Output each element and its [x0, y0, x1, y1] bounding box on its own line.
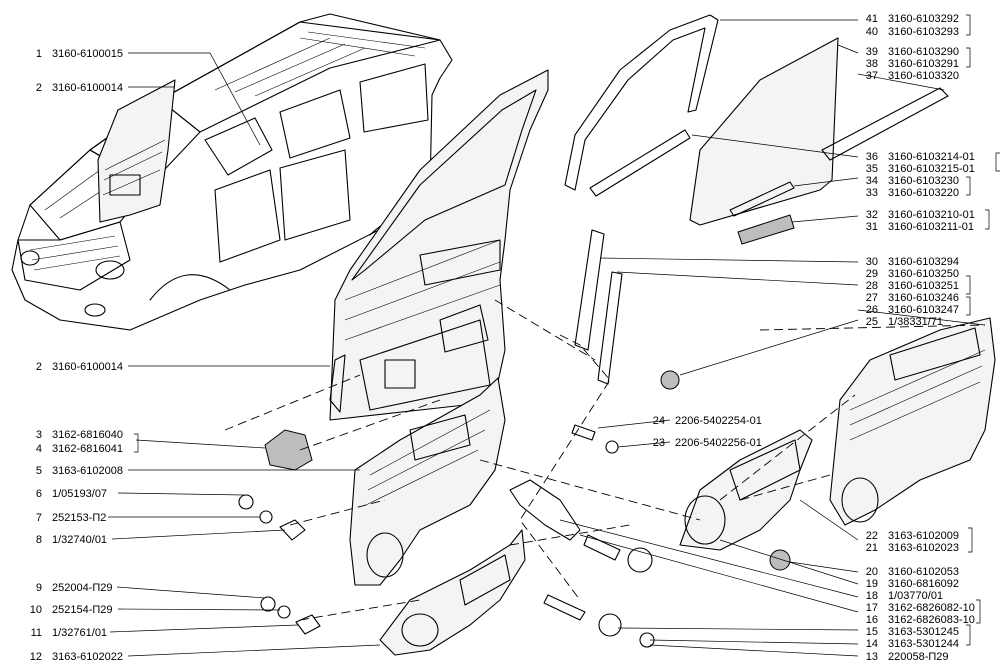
callout-part-code: 252154-П29: [52, 604, 113, 616]
callout-number: 1: [36, 48, 42, 60]
callout-number: 30: [866, 256, 878, 268]
callout-number: 35: [866, 163, 878, 175]
callout-number: 13: [866, 651, 878, 663]
callout-part-code: 3160-6103290: [888, 46, 959, 58]
callout-number: 29: [866, 268, 878, 280]
callout-part-code: 252004-П29: [52, 582, 113, 594]
middle-callouts: 24 2206-5402254-01 23 2206-5402256-01: [653, 415, 762, 449]
callout-number: 22: [866, 530, 878, 542]
callout-part-code: 3160-6103220: [888, 187, 959, 199]
callout-part-code: 2206-5402254-01: [675, 415, 762, 427]
assembly-dashed-lines: [224, 299, 986, 621]
callout-number: 20: [866, 566, 878, 578]
callout-part-code: 3163-5301244: [888, 638, 959, 650]
callout-number: 28: [866, 280, 878, 292]
callout-number: 9: [36, 582, 42, 594]
callout-part-code: 3160-6103246: [888, 292, 959, 304]
callout-part-code: 3160-6816092: [888, 578, 959, 590]
callout-part-code: 3160-6100015: [52, 48, 123, 60]
callout-number: 6: [36, 488, 42, 500]
callout-part-code: 252153-П2: [52, 512, 106, 524]
callout-number: 17: [866, 602, 878, 614]
callout-number: 3: [36, 429, 42, 441]
callout-part-code: 3163-6102023: [888, 542, 959, 554]
callout-number: 38: [866, 58, 878, 70]
callout-part-code: 3160-6103210-01: [888, 209, 975, 221]
callout-part-code: 1/32740/01: [52, 534, 107, 546]
callout-part-code: 3160-6103294: [888, 256, 959, 268]
callout-number: 15: [866, 626, 878, 638]
callout-part-code: 3160-6100014: [52, 82, 123, 94]
callout-number: 36: [866, 151, 878, 163]
callout-number: 19: [866, 578, 878, 590]
callout-number: 7: [36, 512, 42, 524]
callout-number: 23: [653, 437, 665, 449]
callout-number: 26: [866, 304, 878, 316]
callout-part-code: 3160-6103293: [888, 26, 959, 38]
callout-number: 25: [866, 316, 878, 328]
callout-part-code: 3163-6102008: [52, 465, 123, 477]
right-callouts: 41 3160-6103292 40 3160-6103293 39 3160-…: [866, 13, 975, 663]
callout-part-code: 1/32761/01: [52, 627, 107, 639]
callout-number: 21: [866, 542, 878, 554]
callout-part-code: 3160-6103291: [888, 58, 959, 70]
callout-part-code: 3163-5301245: [888, 626, 959, 638]
callout-number: 24: [653, 415, 665, 427]
callout-number: 37: [866, 70, 878, 82]
callout-part-code: 3160-6103215-01: [888, 163, 975, 175]
callout-part-code: 3160-6103251: [888, 280, 959, 292]
callout-number: 16: [866, 614, 878, 626]
callout-number: 32: [866, 209, 878, 221]
door-trim-panels: [264, 317, 996, 656]
door-frame-assembly: [329, 69, 549, 421]
callout-number: 40: [866, 26, 878, 38]
callout-part-code: 3160-6103250: [888, 268, 959, 280]
callout-part-code: 3160-6103320: [888, 70, 959, 82]
callout-part-code: 2206-5402256-01: [675, 437, 762, 449]
callout-number: 14: [866, 638, 878, 650]
callout-number: 33: [866, 187, 878, 199]
callout-part-code: 3160-6103211-01: [888, 221, 974, 233]
callout-part-code: 1/05193/07: [52, 488, 107, 500]
fasteners: [238, 424, 791, 648]
callout-part-code: 3162-6816040: [52, 429, 123, 441]
callout-number: 2: [36, 361, 42, 373]
callout-part-code: 3160-6103292: [888, 13, 959, 25]
window-glass-and-seals: [564, 14, 949, 390]
callout-number: 11: [31, 627, 42, 639]
callout-brackets: [134, 14, 1000, 646]
callout-part-code: 3160-6103230: [888, 175, 959, 187]
callout-number: 8: [36, 534, 42, 546]
callout-number: 10: [30, 604, 42, 616]
callout-part-code: 3162-6826083-10: [888, 614, 975, 626]
callout-number: 27: [866, 292, 878, 304]
callout-number: 18: [866, 590, 878, 602]
vehicle-illustration: [11, 13, 453, 331]
callout-part-code: 1/03770/01: [888, 590, 943, 602]
callout-number: 34: [866, 175, 878, 187]
callout-number: 2: [36, 82, 42, 94]
callout-number: 31: [866, 221, 878, 233]
callout-number: 12: [30, 651, 42, 663]
callout-part-code: 1/38331/71: [888, 316, 943, 328]
callout-part-code: 3160-6103214-01: [888, 151, 975, 163]
callout-number: 41: [866, 13, 878, 25]
left-callouts: 1 3160-6100015 2 3160-6100014 2 3160-610…: [30, 48, 123, 663]
callout-part-code: 3162-6816041: [52, 443, 123, 455]
callout-part-code: 3160-6103247: [888, 304, 959, 316]
callout-part-code: 220058-П29: [888, 651, 949, 663]
callout-part-code: 3162-6826082-10: [888, 602, 975, 614]
callout-part-code: 3160-6102053: [888, 566, 959, 578]
callout-part-code: 3160-6100014: [52, 361, 123, 373]
callout-number: 4: [36, 443, 42, 455]
callout-part-code: 3163-6102009: [888, 530, 959, 542]
callout-part-code: 3163-6102022: [52, 651, 123, 663]
callout-number: 39: [866, 46, 878, 58]
leader-lines: [108, 19, 986, 657]
callout-number: 5: [36, 465, 42, 477]
